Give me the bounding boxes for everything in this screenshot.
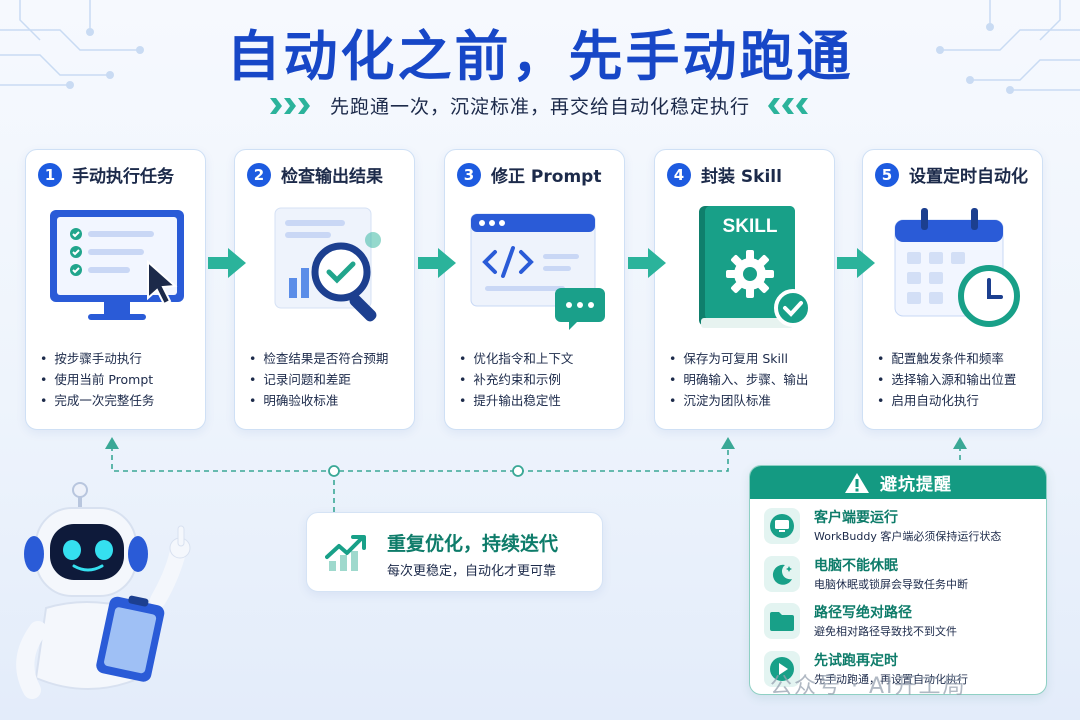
warning-item-desc: WorkBuddy 客户端必须保持运行状态 xyxy=(814,530,1002,543)
step-card-5: 5 设置定时自动化 配置触发条件和频率 选择输入源和输出位置 启用自动化执行 xyxy=(862,149,1043,430)
step-bullets: 配置触发条件和频率 选择输入源和输出位置 启用自动化执行 xyxy=(877,348,1016,411)
step-header: 1 手动执行任务 xyxy=(38,162,174,187)
calendar-clock-icon xyxy=(894,208,1020,327)
robot-mascot xyxy=(16,482,191,699)
warning-item-title: 先试跑再定时 xyxy=(814,653,898,669)
bullet-item: 启用自动化执行 xyxy=(877,390,1016,411)
step-number: 5 xyxy=(875,162,899,187)
warning-item: 路径写绝对路径 避免相对路径导致找不到文件 xyxy=(764,599,1040,643)
bullet-item: 明确验收标准 xyxy=(249,390,388,411)
warning-header: 避坑提醒 xyxy=(750,466,1046,499)
step-number: 2 xyxy=(247,162,271,187)
arrow-right-icon xyxy=(837,248,875,278)
arrow-right-icon xyxy=(208,248,246,278)
bullet-item: 配置触发条件和频率 xyxy=(877,348,1016,369)
monitor-icon xyxy=(770,514,794,538)
bullet-item: 提升输出稳定性 xyxy=(459,390,573,411)
magnifier-report-icon xyxy=(274,207,381,322)
step-title: 手动执行任务 xyxy=(72,167,174,187)
arrow-right-icon xyxy=(418,248,456,278)
watermark: 公众号 · AI开工局 xyxy=(770,674,967,699)
monitor-checklist-icon xyxy=(50,210,184,320)
warning-title: 避坑提醒 xyxy=(880,475,952,495)
page-title: 自动化之前，先手动跑通 xyxy=(226,25,854,88)
bullet-item: 完成一次完整任务 xyxy=(40,390,154,411)
iterate-desc: 每次更稳定，自动化才更可靠 xyxy=(387,564,557,579)
warning-panel: 避坑提醒 客户端要运行 WorkBuddy 客户端必须保持运行状态 电脑不能休眠… xyxy=(749,465,1047,695)
bullet-item: 补充约束和示例 xyxy=(459,369,573,390)
bullet-item: 选择输入源和输出位置 xyxy=(877,369,1016,390)
chevrons-right-icon xyxy=(269,97,310,114)
step-title: 修正 Prompt xyxy=(491,167,602,187)
warning-item-title: 客户端要运行 xyxy=(814,510,898,526)
iterate-card: 重复优化，持续迭代 每次更稳定，自动化才更可靠 xyxy=(306,512,603,592)
step-title: 检查输出结果 xyxy=(281,167,383,187)
bullet-item: 明确输入、步骤、输出 xyxy=(669,369,808,390)
bullet-item: 优化指令和上下文 xyxy=(459,348,573,369)
step-title: 设置定时自动化 xyxy=(909,167,1028,187)
bullet-item: 沉淀为团队标准 xyxy=(669,390,808,411)
step-card-2: 2 检查输出结果 检查结果是否符合预期 记录问题和差距 明确验收标准 xyxy=(234,149,415,430)
step-header: 2 检查输出结果 xyxy=(247,162,383,187)
circuit-decoration-left xyxy=(0,0,144,89)
circuit-decoration-right xyxy=(936,0,1080,94)
bullet-item: 按步骤手动执行 xyxy=(40,348,154,369)
step-bullets: 按步骤手动执行 使用当前 Prompt 完成一次完整任务 xyxy=(40,348,154,411)
warning-item: 先试跑再定时 先手动跑通，再设置自动化执行 xyxy=(764,647,1040,691)
warning-item-title: 电脑不能休眠 xyxy=(814,558,898,574)
bullet-item: 记录问题和差距 xyxy=(249,369,388,390)
step-header: 3 修正 Prompt xyxy=(457,162,601,187)
warning-item: 电脑不能休眠 电脑休眠或锁屏会导致任务中断 xyxy=(764,552,1040,596)
folder-icon xyxy=(770,612,794,631)
book-label: SKILL xyxy=(723,216,778,237)
step-number: 1 xyxy=(38,162,62,187)
step-bullets: 检查结果是否符合预期 记录问题和差距 明确验收标准 xyxy=(249,348,388,411)
moon-icon xyxy=(772,564,792,585)
chevrons-left-icon xyxy=(768,97,808,114)
step-header: 4 封装 Skill xyxy=(667,162,782,187)
step-bullets: 优化指令和上下文 补充约束和示例 提升输出稳定性 xyxy=(459,348,573,411)
step-number: 4 xyxy=(667,162,691,187)
warning-triangle-icon xyxy=(845,472,869,493)
step-card-1: 1 手动执行任务 按步骤手动执行 使用当前 Prompt 完成一次完整任务 xyxy=(25,149,206,430)
play-icon xyxy=(770,657,794,681)
step-number: 3 xyxy=(457,162,481,187)
trend-up-icon xyxy=(325,535,366,571)
bullet-item: 保存为可复用 Skill xyxy=(669,348,808,369)
warning-item-desc: 避免相对路径导致找不到文件 xyxy=(814,625,957,638)
warning-item-title: 路径写绝对路径 xyxy=(814,605,912,621)
iterate-title: 重复优化，持续迭代 xyxy=(387,533,559,555)
bullet-item: 检查结果是否符合预期 xyxy=(249,348,388,369)
step-bullets: 保存为可复用 Skill 明确输入、步骤、输出 沉淀为团队标准 xyxy=(669,348,808,411)
subtitle: 先跑通一次，沉淀标准，再交给自动化稳定执行 xyxy=(329,96,750,118)
step-header: 5 设置定时自动化 xyxy=(875,162,1028,187)
code-window-chat-icon xyxy=(470,213,605,330)
bullet-item: 使用当前 Prompt xyxy=(40,369,154,390)
warning-item: 客户端要运行 WorkBuddy 客户端必须保持运行状态 xyxy=(764,504,1040,548)
warning-item-desc: 先手动跑通，再设置自动化执行 xyxy=(814,673,968,686)
step-card-4: 4 封装 Skill SKILL 保存为可复用 Skill 明确输入、步骤、输出… xyxy=(654,149,835,430)
skill-book-icon: SKILL xyxy=(699,206,812,328)
subtitle-row: 先跑通一次，沉淀标准，再交给自动化稳定执行 xyxy=(0,92,1080,119)
step-title: 封装 Skill xyxy=(701,167,782,187)
arrow-right-icon xyxy=(628,248,666,278)
step-card-3: 3 修正 Prompt 优化指令和上下文 补充约束和示例 提升输出稳定性 xyxy=(444,149,625,430)
warning-item-desc: 电脑休眠或锁屏会导致任务中断 xyxy=(814,578,968,591)
